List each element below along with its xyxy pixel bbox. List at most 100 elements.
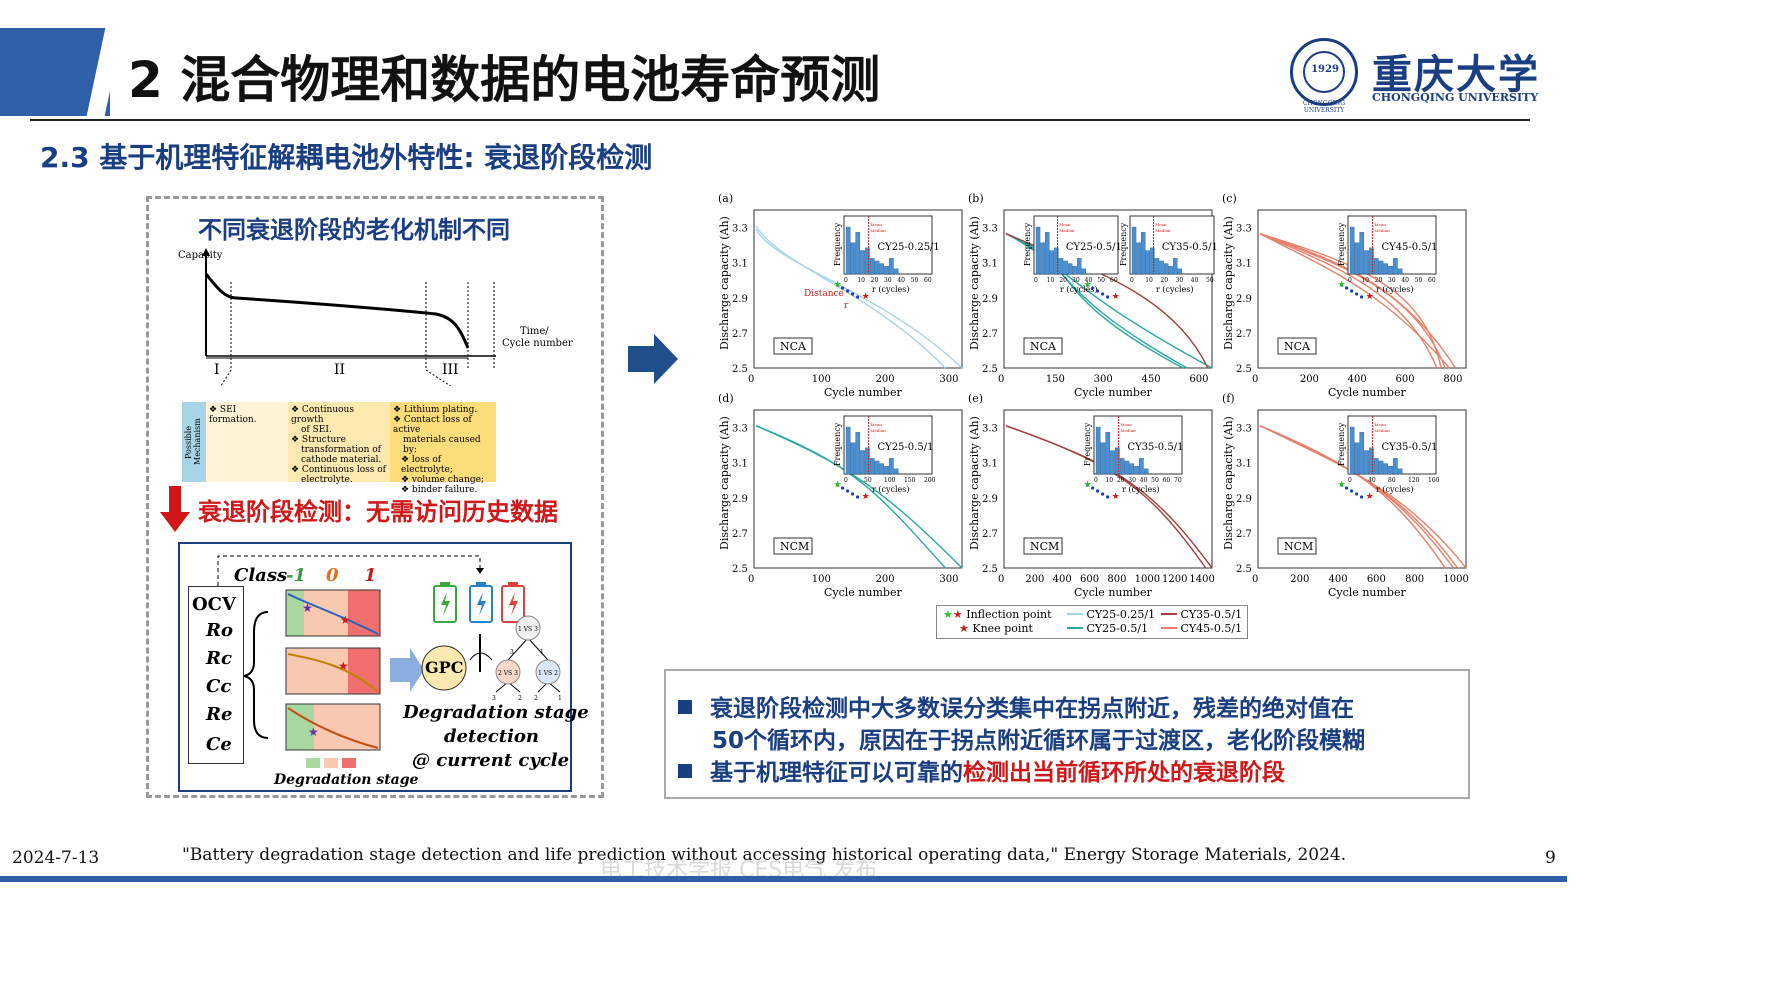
- x-tick-label: 600: [1189, 374, 1208, 385]
- data-marker: [841, 286, 845, 290]
- x-tick-label: 0: [998, 574, 1004, 585]
- data-marker: [1101, 292, 1105, 296]
- inset-x-tick: 20: [1117, 477, 1125, 484]
- legend-series-1: CY25-0.25/1: [1067, 608, 1155, 621]
- y-tick-label: 3.1: [982, 459, 998, 470]
- svg-text:★: ★: [338, 659, 349, 673]
- data-marker: [1350, 289, 1354, 293]
- histogram-bar: [1145, 250, 1150, 275]
- stage-legend-label: Degradation stage: [274, 772, 419, 788]
- inset-x-tick: 0: [844, 477, 848, 484]
- x-tick-label: 200: [1290, 574, 1309, 585]
- bullet-2-highlight: 检测出当前循环所处的衰退阶段: [963, 760, 1285, 786]
- panel-letter: (b): [968, 192, 984, 205]
- histogram-bar: [1115, 447, 1120, 475]
- mechanism-text: transformation of: [301, 445, 381, 455]
- y-tick-label: 2.5: [982, 364, 998, 375]
- histogram-bar: [884, 266, 889, 275]
- histogram-bar: [1349, 426, 1355, 475]
- y-tick-label: 2.5: [982, 564, 998, 575]
- mechanism-text: ❖ binder failure.: [401, 485, 478, 495]
- knee-star-icon: ★: [959, 622, 969, 635]
- y-tick-label: 2.7: [732, 529, 748, 540]
- data-marker: [836, 283, 840, 287]
- histogram-bar: [1173, 258, 1178, 275]
- inset-x-tick: 0: [844, 277, 848, 284]
- data-marker: [1101, 492, 1105, 496]
- data-marker: [1086, 483, 1090, 487]
- panel-letter: (f): [1222, 392, 1235, 405]
- y-tick-label: 2.5: [1236, 564, 1252, 575]
- mechanism-text: ❖ Continuous growth: [291, 405, 354, 425]
- data-marker: [1360, 495, 1364, 499]
- gpc-loop-arrow-icon: [469, 652, 493, 661]
- x-axis-label: Cycle number: [1328, 386, 1406, 399]
- y-tick-label: 3.1: [1236, 459, 1252, 470]
- y-tick-label: 3.1: [1236, 259, 1252, 270]
- mechanism-label-cell: [182, 402, 206, 482]
- series-line: [1259, 233, 1442, 369]
- x-tick-label: 100: [812, 574, 831, 585]
- inset-x-tick: 40: [897, 277, 905, 284]
- inflection-star-icon: ★: [834, 280, 842, 290]
- class-0: 0: [326, 565, 339, 586]
- curve-y-label: Capacity: [178, 250, 223, 261]
- x-tick-label: 800: [1443, 374, 1462, 385]
- mechanism-text: ❖ SEI formation.: [209, 405, 257, 425]
- histogram-bar: [845, 226, 851, 275]
- legend-inflection-text: Inflection point: [966, 608, 1052, 621]
- university-name-en: CHONGQING UNIVERSITY: [1372, 91, 1539, 104]
- series-line: [755, 225, 946, 369]
- footer-date: 2024-7-13: [12, 848, 100, 868]
- inset-series-label: CY25-0.5/1: [877, 442, 933, 453]
- x-tick-label: 450: [1142, 374, 1161, 385]
- svg-text:★: ★: [308, 725, 319, 739]
- histogram-bar: [1378, 460, 1384, 475]
- svg-text:★: ★: [302, 601, 313, 615]
- left-panel-frame: [146, 196, 604, 798]
- inset-mean-label: Mean: [870, 422, 882, 427]
- histogram-bar: [889, 258, 894, 275]
- y-tick-label: 2.7: [982, 329, 998, 340]
- feature-ce: Ce: [206, 734, 232, 755]
- data-marker: [1350, 489, 1354, 493]
- tree-leaf-label: 1: [558, 695, 562, 702]
- histogram-bar: [860, 450, 865, 475]
- inset-x-tick: 30: [1176, 277, 1184, 284]
- series-line: [1005, 233, 1184, 369]
- feature-list-box: [188, 586, 244, 764]
- projection-line-1: [220, 369, 232, 386]
- histogram-bar: [1110, 450, 1115, 475]
- histogram-bar: [1143, 468, 1149, 475]
- stage-label-3: III: [442, 362, 459, 378]
- knee-star-icon: ★: [1366, 292, 1374, 302]
- x-axis-label: Cycle number: [824, 386, 902, 399]
- inset-series-label: CY35-0.5/1: [1127, 442, 1183, 453]
- feature-re: Re: [206, 704, 233, 725]
- inset-y-label: Frequency: [1023, 222, 1032, 266]
- y-tick-label: 2.7: [982, 529, 998, 540]
- tree-node-right-label: 1 VS 2: [538, 670, 558, 677]
- histogram-bar: [1141, 232, 1146, 275]
- histogram-bar: [865, 247, 870, 275]
- y-tick-label: 3.3: [732, 224, 748, 235]
- data-marker: [846, 289, 850, 293]
- x-tick-label: 200: [1300, 374, 1319, 385]
- inset-x-tick: 200: [924, 477, 936, 484]
- histogram-bar: [1095, 426, 1101, 475]
- stage-label-2: II: [334, 362, 345, 378]
- mechanism-text: ❖ loss of electrolyte;: [401, 455, 453, 475]
- svg-text:★: ★: [340, 613, 351, 627]
- histogram-bar: [1067, 263, 1073, 275]
- y-axis-label: Discharge capacity (Ah): [968, 416, 981, 550]
- histogram-bar: [1124, 460, 1130, 475]
- histogram-bar: [869, 458, 875, 475]
- inset-x-tick: 10: [857, 277, 865, 284]
- y-tick-label: 2.5: [732, 564, 748, 575]
- histogram-bar: [1397, 268, 1403, 275]
- knee-star-icon: ★: [952, 608, 963, 621]
- chemistry-tag-box: [1277, 537, 1317, 555]
- histogram-bar: [1349, 226, 1355, 275]
